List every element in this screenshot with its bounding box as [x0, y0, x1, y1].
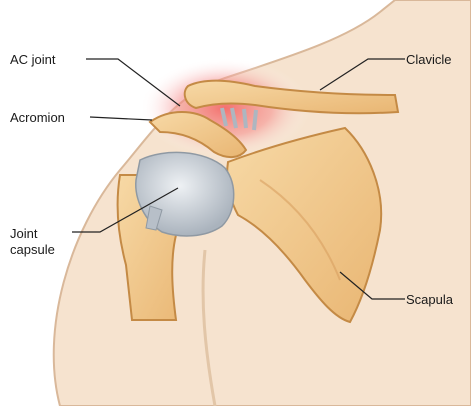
scapula-label: Scapula [406, 292, 453, 307]
joint-capsule-label-line2: capsule [10, 242, 55, 257]
joint-capsule-label-line1: Joint [10, 226, 37, 241]
clavicle-label: Clavicle [406, 52, 452, 67]
acromion-label: Acromion [10, 110, 65, 125]
ac-joint-label: AC joint [10, 52, 56, 67]
